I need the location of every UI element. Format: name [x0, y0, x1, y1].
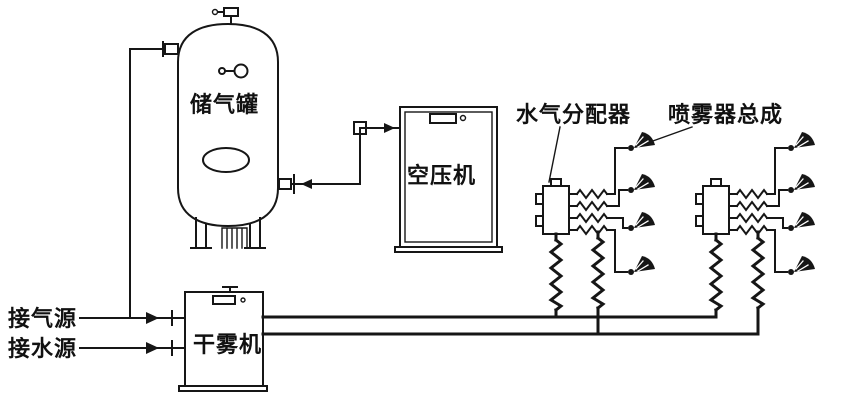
tank-piping: [129, 41, 399, 319]
inline-fitting: [353, 121, 367, 135]
air-compressor: [394, 106, 503, 253]
source-lines: [79, 310, 186, 356]
sprayer-leader-line: [649, 126, 693, 143]
pressure-gauge-icon: [233, 63, 249, 79]
water-flow-arrow: [146, 342, 159, 354]
tank-leg-left: [190, 217, 212, 249]
compressor-inner-panel: [404, 111, 493, 243]
distributor-assembly-1: [536, 132, 655, 334]
tank-right-flange: [278, 178, 292, 190]
water-source-label: 接水源: [8, 336, 77, 361]
air-storage-tank: [177, 7, 279, 249]
flow-arrow-to-compressor: [384, 123, 395, 133]
tank-body: [177, 22, 279, 228]
distributor-assembly-2: [696, 132, 815, 334]
air-source-label: 接气源: [8, 306, 77, 331]
supply-pipes: [261, 315, 760, 336]
flow-arrow-to-tank: [301, 179, 312, 189]
fog-machine-display: [212, 295, 236, 305]
label-leaders: [548, 126, 693, 183]
compressor-base: [394, 246, 503, 253]
distributor-leader-line: [548, 126, 561, 183]
tank-base-grate: [221, 227, 248, 249]
air-flow-arrow: [146, 312, 159, 324]
fog-machine-antenna: [222, 286, 238, 293]
tank-leg-right: [244, 217, 266, 249]
compressor-label: 空压机: [407, 163, 476, 188]
tank-left-flange: [164, 43, 179, 55]
compressor-indicator: [459, 114, 467, 122]
fog-machine-indicator: [240, 297, 246, 303]
dry-fog-machine: [178, 286, 268, 392]
tank-top-gauge-dot: [211, 8, 219, 16]
pipe-tank-to-sources: [129, 48, 164, 319]
sprayer-label: 喷雾器总成: [668, 102, 783, 127]
tank-manhole: [202, 147, 250, 173]
compressor-display: [429, 113, 457, 124]
tank-label: 储气罐: [190, 92, 259, 117]
distributor-label: 水气分配器: [516, 102, 631, 127]
tank-top-fitting: [223, 7, 239, 17]
fog-machine-label: 干雾机: [193, 332, 262, 357]
fog-machine-base: [178, 385, 268, 392]
pipe-tank-to-compressor: [292, 127, 399, 185]
